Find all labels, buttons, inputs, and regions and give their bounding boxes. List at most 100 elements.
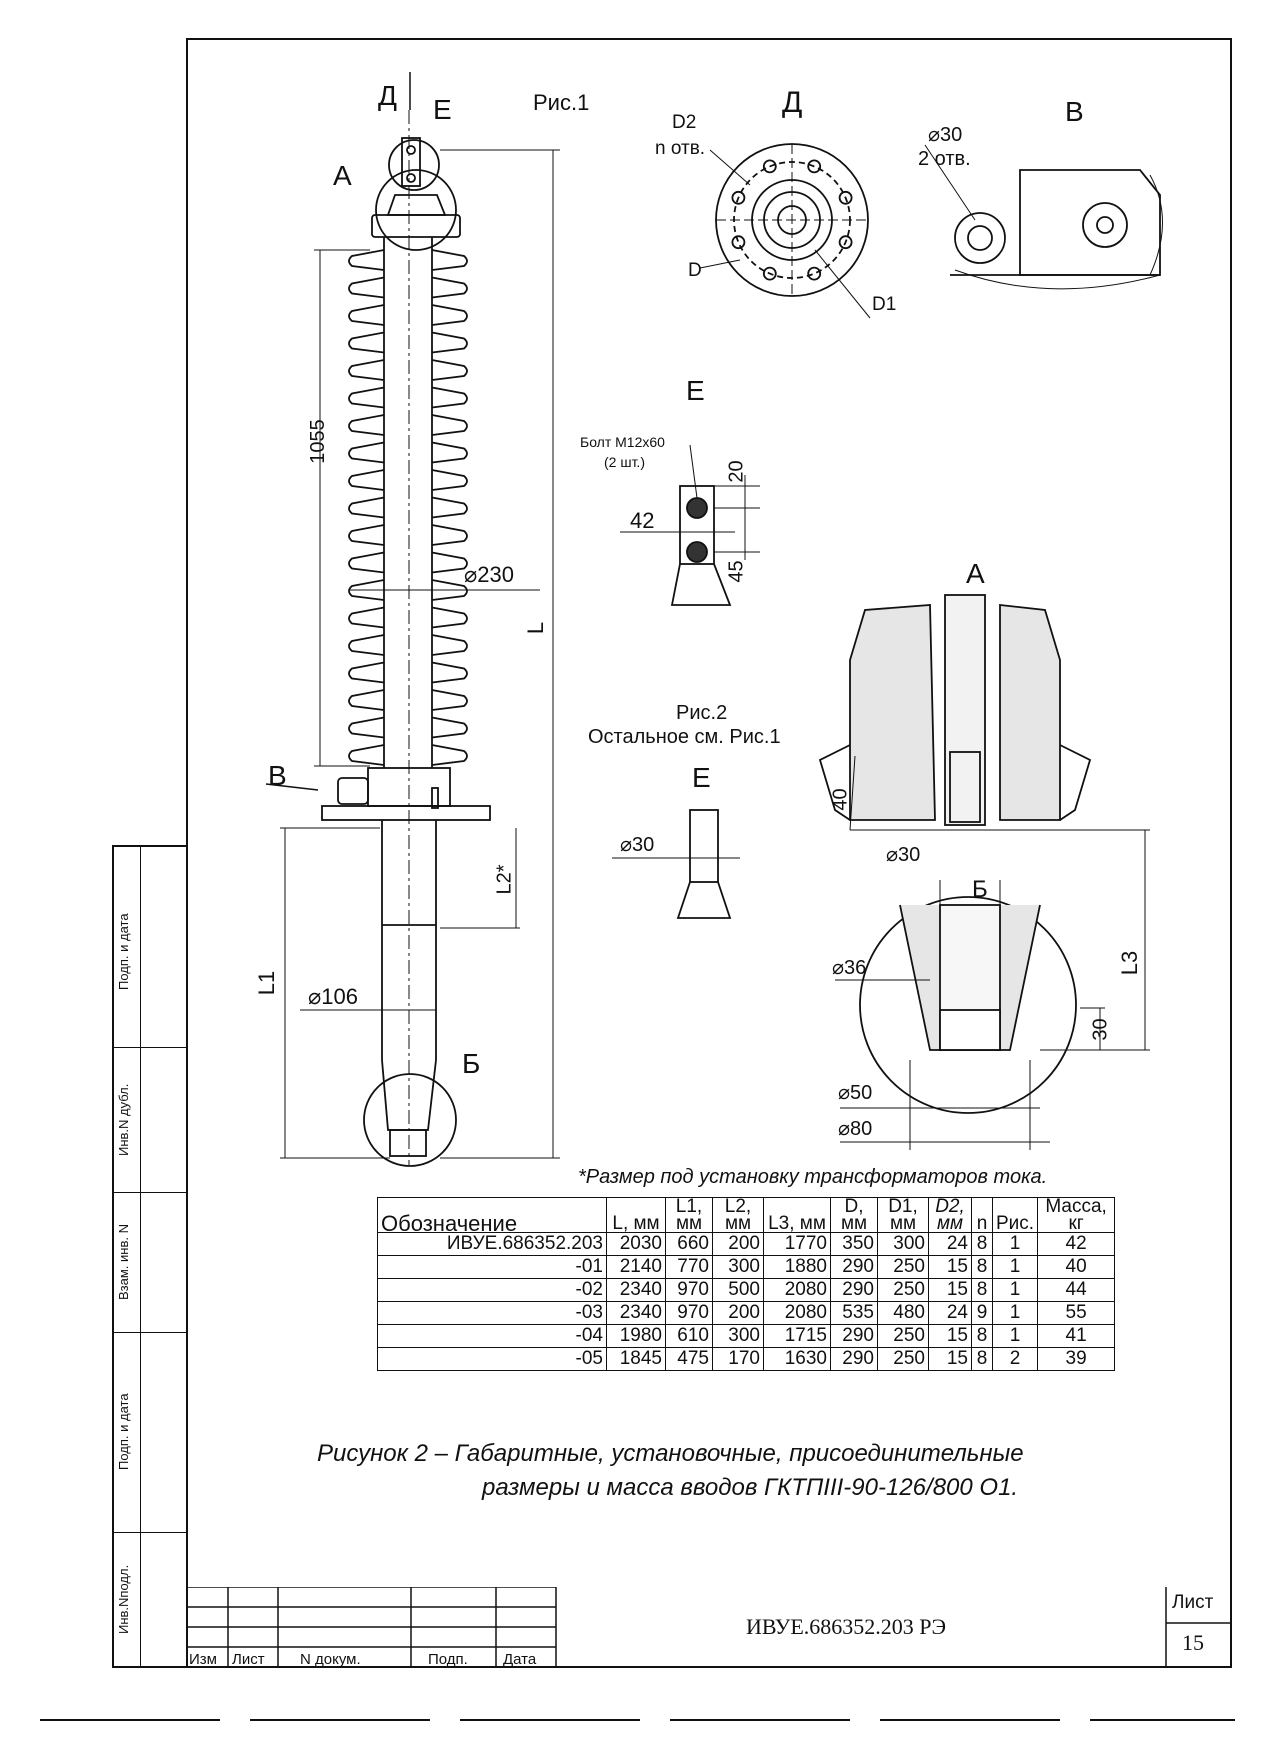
table-cell: 535 bbox=[830, 1301, 878, 1325]
table-cell: 9 bbox=[971, 1301, 993, 1325]
table-cell: -02 bbox=[377, 1278, 607, 1302]
table-cell: 8 bbox=[971, 1255, 993, 1279]
table-cell: 2 bbox=[991, 1347, 1039, 1371]
insulator-shed bbox=[348, 716, 385, 739]
table-cell: 24 bbox=[928, 1232, 972, 1256]
dim-L1: L1 bbox=[254, 970, 280, 996]
table-cell: 200 bbox=[712, 1301, 764, 1325]
doc-code: ИВУЕ.686352.203 РЭ bbox=[746, 1614, 947, 1639]
title-block bbox=[186, 1587, 1232, 1668]
col-header: D2, мм bbox=[928, 1197, 972, 1233]
table-cell: 1 bbox=[991, 1301, 1039, 1325]
col-header: Обозначение bbox=[377, 1197, 607, 1235]
table-cell: 290 bbox=[830, 1347, 878, 1371]
table-cell: 970 bbox=[665, 1278, 713, 1302]
table-cell: 250 bbox=[877, 1324, 929, 1348]
table-cell: 290 bbox=[830, 1255, 878, 1279]
table-cell: 15 bbox=[928, 1324, 972, 1348]
insulator-shed bbox=[431, 524, 468, 546]
table-cell: 41 bbox=[1037, 1324, 1116, 1348]
table-cell: 2080 bbox=[763, 1301, 831, 1325]
table-cell: 1845 bbox=[606, 1347, 666, 1371]
table-cell: 610 bbox=[665, 1324, 713, 1348]
dim-20: 20 bbox=[725, 460, 748, 483]
insulator-shed bbox=[431, 579, 468, 601]
table-cell: 200 bbox=[712, 1232, 764, 1256]
table-cell: 660 bbox=[665, 1232, 713, 1256]
dim-1055: 1055 bbox=[306, 419, 329, 464]
insulator-shed bbox=[431, 661, 468, 684]
stamp-col-sheet: Лист bbox=[232, 1651, 265, 1668]
spec-table: Обозначение L, мм L1, мм L2, мм L3, мм D… bbox=[377, 1197, 1116, 1371]
table-cell: 42 bbox=[1037, 1232, 1116, 1256]
dim-d80: ⌀80 bbox=[838, 1118, 873, 1140]
table-cell: 1715 bbox=[763, 1324, 831, 1348]
insulator-shed bbox=[431, 441, 468, 464]
stamp-col-doc-number: N докум. bbox=[300, 1651, 361, 1668]
figure-caption-line1: Рисунок 2 – Габаритные, установочные, пр… bbox=[317, 1440, 1024, 1467]
table-cell: 8 bbox=[971, 1278, 993, 1302]
table-cell: 2080 bbox=[763, 1278, 831, 1302]
table-cell: 2140 bbox=[606, 1255, 666, 1279]
col-header: L3, мм bbox=[763, 1197, 831, 1233]
dim-d50: ⌀50 bbox=[838, 1082, 873, 1104]
insulator-shed bbox=[431, 304, 468, 326]
dim-d36: ⌀36 bbox=[832, 957, 867, 979]
label-d: D bbox=[688, 260, 702, 281]
insulator-shed bbox=[431, 386, 468, 409]
table-cell: 8 bbox=[971, 1232, 993, 1256]
dim-L2: L2* bbox=[493, 864, 516, 895]
flange-bolt-hole bbox=[807, 159, 822, 174]
section-a-title: А bbox=[966, 558, 985, 589]
label-d2: D2 bbox=[672, 112, 697, 133]
insulator-shed bbox=[348, 414, 385, 436]
table-cell: 300 bbox=[712, 1255, 764, 1279]
view-a-label: А bbox=[333, 160, 352, 191]
detail-circle-E bbox=[388, 139, 440, 191]
insulator-shed bbox=[348, 634, 385, 656]
insulator-shed bbox=[348, 359, 385, 381]
insulator-shed bbox=[348, 606, 385, 629]
table-cell: 1880 bbox=[763, 1255, 831, 1279]
dim-d30-section-a: ⌀30 bbox=[886, 844, 921, 866]
fig2-note: Остальное см. Рис.1 bbox=[588, 726, 781, 748]
table-cell: 2340 bbox=[606, 1301, 666, 1325]
table-cell: 2340 bbox=[606, 1278, 666, 1302]
dim-42: 42 bbox=[630, 508, 655, 533]
table-cell: 15 bbox=[928, 1278, 972, 1302]
insulator-shed bbox=[431, 469, 468, 491]
insulator-shed bbox=[431, 606, 468, 629]
footnote: *Размер под установку трансформаторов то… bbox=[578, 1166, 1048, 1188]
table-cell: 250 bbox=[877, 1347, 929, 1371]
table-cell: 24 bbox=[928, 1301, 972, 1325]
insulator-shed bbox=[348, 331, 385, 354]
sheet-label: Лист bbox=[1172, 1592, 1214, 1613]
dim-L: L bbox=[523, 621, 549, 635]
drawing-frame bbox=[186, 38, 1232, 1668]
stamp-col-change: Изм bbox=[189, 1651, 217, 1668]
table-cell: 2030 bbox=[606, 1232, 666, 1256]
table-cell: 8 bbox=[971, 1347, 993, 1371]
insulator-shed bbox=[431, 331, 468, 354]
table-cell: 480 bbox=[877, 1301, 929, 1325]
table-cell: 350 bbox=[830, 1232, 878, 1256]
table-cell: 1980 bbox=[606, 1324, 666, 1348]
stamp-col-signature: Подп. bbox=[428, 1651, 468, 1668]
insulator-shed bbox=[431, 276, 468, 299]
insulator-shed bbox=[431, 359, 468, 381]
insulator-shed bbox=[431, 414, 468, 436]
insulator-shed bbox=[431, 689, 468, 711]
table-cell: 170 bbox=[712, 1347, 764, 1371]
detail-circle-A bbox=[375, 169, 457, 251]
detail-circle-B bbox=[363, 1073, 457, 1167]
col-header: L, мм bbox=[606, 1197, 666, 1233]
view-d-arrow-label: Д bbox=[378, 80, 397, 111]
insulator-shed bbox=[348, 661, 385, 684]
flange-bolt-hole bbox=[731, 235, 746, 250]
insulator-shed bbox=[348, 744, 385, 766]
table-cell: -04 bbox=[377, 1324, 607, 1348]
